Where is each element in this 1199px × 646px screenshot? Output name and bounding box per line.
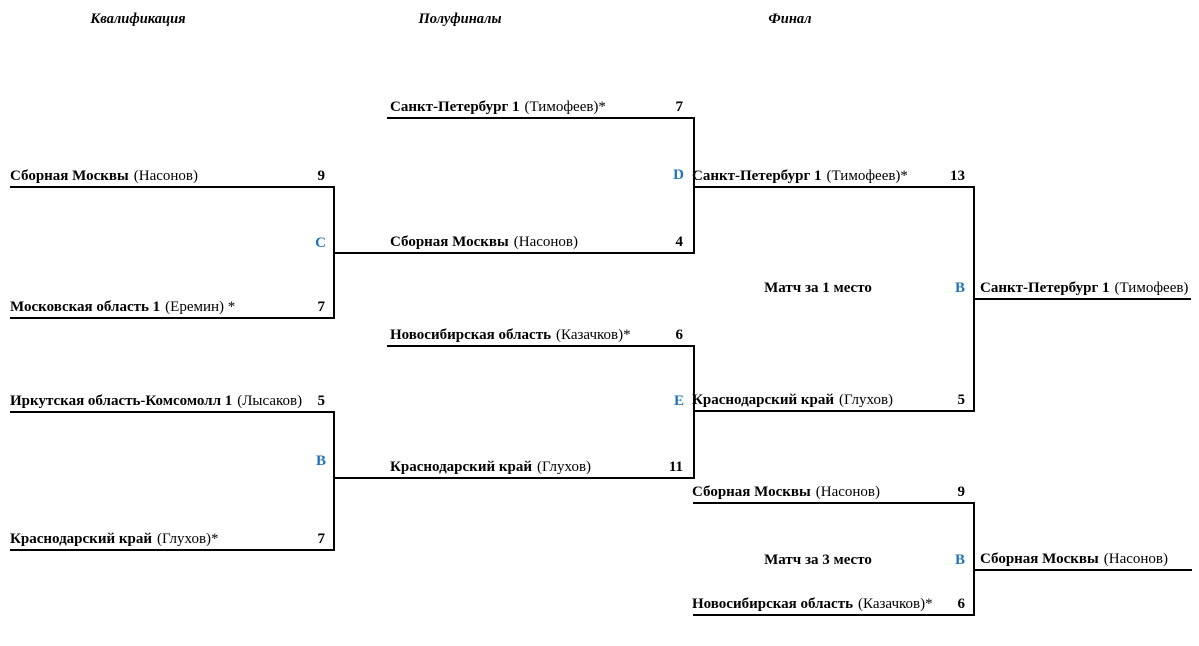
- coach-name: (Глухов)*: [156, 531, 219, 547]
- team-name: Иркутская область-Комсомолл 1: [10, 393, 233, 409]
- team-label: Краснодарский край(Глухов): [390, 458, 591, 477]
- team-entry-sf-d-top: Санкт-Петербург 1(Тимофеев)* 7: [390, 98, 683, 117]
- bracket-line: [10, 186, 335, 188]
- team-entry-sf-e-bottom: Краснодарский край(Глухов) 11: [390, 458, 683, 477]
- team-label: Санкт-Петербург 1(Тимофеев)*: [692, 167, 908, 186]
- score: 9: [317, 168, 326, 184]
- bracket-line: [387, 117, 694, 119]
- bracket-line: [333, 477, 694, 479]
- bracket-line: [10, 317, 335, 319]
- column-header-semifinals: Полуфиналы: [418, 11, 502, 27]
- score: 13: [950, 168, 965, 184]
- bracket-letter-c: C: [315, 235, 326, 251]
- team-label: Московская область 1(Еремин) *: [10, 298, 235, 317]
- team-entry-qual-c-top: Сборная Москвы(Насонов) 9: [10, 167, 325, 186]
- score: 4: [675, 234, 684, 250]
- bracket-line: [693, 410, 974, 412]
- bracket-line: [387, 345, 694, 347]
- team-name: Новосибирская область: [692, 596, 854, 612]
- winner-entry-third-place: Сборная Москвы(Насонов): [980, 550, 1168, 569]
- match-label-first-place: Матч за 1 место: [764, 280, 872, 296]
- team-label: Краснодарский край(Глухов): [692, 391, 893, 410]
- bracket-letter-b: B: [315, 453, 326, 469]
- coach-name: (Казачков)*: [858, 596, 933, 612]
- bracket-line: [693, 502, 974, 504]
- bracket-line: [10, 411, 335, 413]
- team-name: Сборная Москвы: [692, 484, 811, 500]
- team-entry-qual-c-bottom: Московская область 1(Еремин) * 7: [10, 298, 325, 317]
- team-entry-sf-d-bottom: Сборная Москвы(Насонов) 4: [390, 233, 683, 252]
- team-entry-qual-b-bottom: Краснодарский край(Глухов)* 7: [10, 530, 325, 549]
- coach-name: (Насонов): [513, 234, 578, 250]
- coach-name: (Лысаков): [237, 393, 303, 409]
- team-entry-final-top: Санкт-Петербург 1(Тимофеев)* 13: [692, 167, 965, 186]
- coach-name: (Тимофеев)*: [826, 168, 908, 184]
- coach-name: (Насонов): [815, 484, 880, 500]
- team-entry-qual-b-top: Иркутская область-Комсомолл 1(Лысаков) 5: [10, 392, 325, 411]
- column-header-final: Финал: [768, 11, 812, 27]
- team-label: Краснодарский край(Глухов)*: [10, 530, 219, 549]
- bracket-letter-e: E: [673, 393, 684, 409]
- bracket-line: [973, 298, 1191, 300]
- team-name: Новосибирская область: [390, 327, 552, 343]
- coach-name: (Еремин) *: [165, 299, 236, 315]
- bracket-line: [333, 411, 335, 551]
- score: 6: [957, 596, 966, 612]
- team-name: Санкт-Петербург 1: [390, 99, 520, 115]
- bracket-line: [693, 614, 974, 616]
- score: 5: [957, 392, 966, 408]
- team-label: Иркутская область-Комсомолл 1(Лысаков): [10, 392, 302, 411]
- bracket-line: [973, 186, 975, 412]
- bracket-line: [973, 502, 975, 616]
- score: 11: [668, 459, 683, 475]
- team-name: Санкт-Петербург 1: [692, 168, 822, 184]
- bracket-line: [693, 345, 695, 479]
- team-name: Краснодарский край: [10, 531, 152, 547]
- bracket-letter-final-winner: В: [954, 280, 965, 296]
- team-label: Новосибирская область(Казачков)*: [692, 595, 933, 614]
- team-name: Сборная Москвы: [980, 551, 1099, 567]
- coach-name: (Казачков)*: [556, 327, 631, 343]
- match-label-third-place: Матч за 3 место: [764, 552, 872, 568]
- team-name: Краснодарский край: [692, 392, 834, 408]
- coach-name: (Тимофеев)*: [524, 99, 606, 115]
- team-entry-final-bottom: Краснодарский край(Глухов) 5: [692, 391, 965, 410]
- team-entry-sf-e-top: Новосибирская область(Казачков)* 6: [390, 326, 683, 345]
- bracket-line: [693, 117, 695, 254]
- coach-name: (Насонов): [133, 168, 198, 184]
- team-label: Сборная Москвы(Насонов): [692, 483, 880, 502]
- column-header-qualification: Квалификация: [90, 11, 186, 27]
- team-name: Сборная Москвы: [10, 168, 129, 184]
- coach-name: (Глухов): [536, 459, 592, 475]
- team-entry-third-top: Сборная Москвы(Насонов) 9: [692, 483, 965, 502]
- score: 7: [317, 299, 326, 315]
- team-name: Московская область 1: [10, 299, 161, 315]
- score: 5: [317, 393, 326, 409]
- bracket-letter-third-winner: В: [954, 552, 965, 568]
- score: 6: [675, 327, 684, 343]
- team-label: Новосибирская область(Казачков)*: [390, 326, 631, 345]
- team-label: Санкт-Петербург 1(Тимофеев)*: [390, 98, 606, 117]
- team-name: Сборная Москвы: [390, 234, 509, 250]
- coach-name: (Глухов): [838, 392, 894, 408]
- coach-name: (Тимофеев): [1114, 280, 1189, 296]
- score: 9: [957, 484, 966, 500]
- bracket-line: [693, 186, 974, 188]
- team-label: Сборная Москвы(Насонов): [10, 167, 198, 186]
- winner-entry-first-place: Санкт-Петербург 1(Тимофеев): [980, 279, 1188, 298]
- coach-name: (Насонов): [1103, 551, 1168, 567]
- bracket-letter-d: D: [673, 167, 684, 183]
- team-label: Сборная Москвы(Насонов): [390, 233, 578, 252]
- bracket-line: [333, 252, 694, 254]
- bracket-line: [10, 549, 335, 551]
- bracket-line: [973, 569, 1192, 571]
- score: 7: [675, 99, 684, 115]
- bracket-line: [333, 186, 335, 319]
- team-name: Краснодарский край: [390, 459, 532, 475]
- team-entry-third-bottom: Новосибирская область(Казачков)* 6: [692, 595, 965, 614]
- score: 7: [317, 531, 326, 547]
- team-name: Санкт-Петербург 1: [980, 280, 1110, 296]
